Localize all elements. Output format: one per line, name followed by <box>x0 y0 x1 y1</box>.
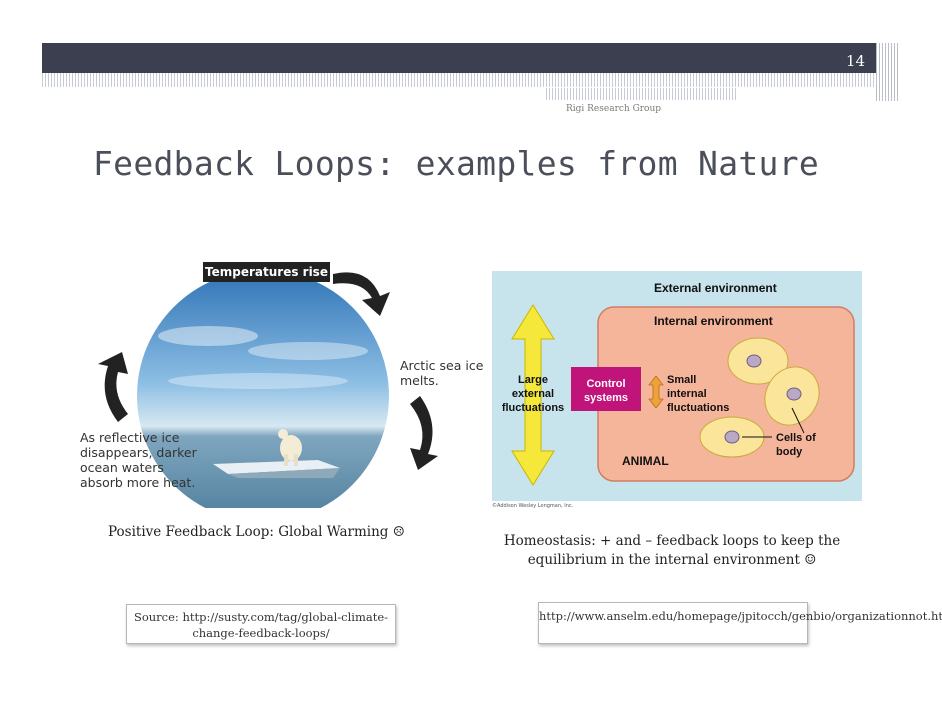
homeostasis-diagram: External environment Internal environmen… <box>492 271 862 501</box>
header-stripe-secondary <box>546 88 736 100</box>
header-grid-pattern <box>876 43 900 101</box>
control-label-2: systems <box>584 392 628 404</box>
small-fluctuations-line-1: Small <box>667 374 696 386</box>
large-fluctuations-line-3: fluctuations <box>502 402 564 414</box>
group-label: Rigi Research Group <box>566 104 662 114</box>
small-fluctuations-line-2: internal <box>667 388 707 400</box>
arrow-top-right <box>333 272 390 316</box>
slide-title: Feedback Loops: examples from Nature <box>93 144 820 183</box>
reflective-ice-label: As reflective ice disappears, darker oce… <box>80 430 197 490</box>
source-box-right: http://www.anselm.edu/homepage/jpitocch/… <box>538 602 942 644</box>
control-systems-box <box>571 367 641 411</box>
external-environment-label: External environment <box>654 281 777 295</box>
control-label-1: Control <box>586 378 625 390</box>
ocean-photo <box>137 270 389 508</box>
diagram-copyright: ©Addison Wesley Longman, Inc. <box>492 503 574 509</box>
internal-environment-label: Internal environment <box>654 314 773 328</box>
arctic-ice-label: Arctic sea ice melts. <box>400 358 484 388</box>
large-fluctuations-line-2: external <box>512 388 554 400</box>
source-box-left: Source: http://susty.com/tag/global-clim… <box>126 604 396 644</box>
small-fluctuations-line-3: fluctuations <box>667 402 729 414</box>
header-bar <box>42 43 876 73</box>
arrow-right-down <box>410 396 438 470</box>
body-cells <box>699 337 820 458</box>
arrow-left-up <box>98 352 128 422</box>
cells-label-2: body <box>776 446 803 458</box>
cells-label-1: Cells of <box>776 432 816 444</box>
large-fluctuations-line-1: Large <box>518 374 548 386</box>
header-stripe <box>42 73 876 87</box>
small-fluctuation-arrow <box>648 375 664 409</box>
large-fluctuation-arrow <box>511 304 555 486</box>
global-warming-illustration <box>98 270 438 508</box>
page-number: 14 <box>846 52 866 70</box>
temperatures-rise-label: Temperatures rise <box>203 262 330 282</box>
global-warming-caption: Positive Feedback Loop: Global Warming ☹ <box>108 524 405 540</box>
homeostasis-caption: Homeostasis: + and – feedback loops to k… <box>503 533 841 568</box>
polar-bear <box>278 429 302 466</box>
animal-label: ANIMAL <box>622 454 669 468</box>
